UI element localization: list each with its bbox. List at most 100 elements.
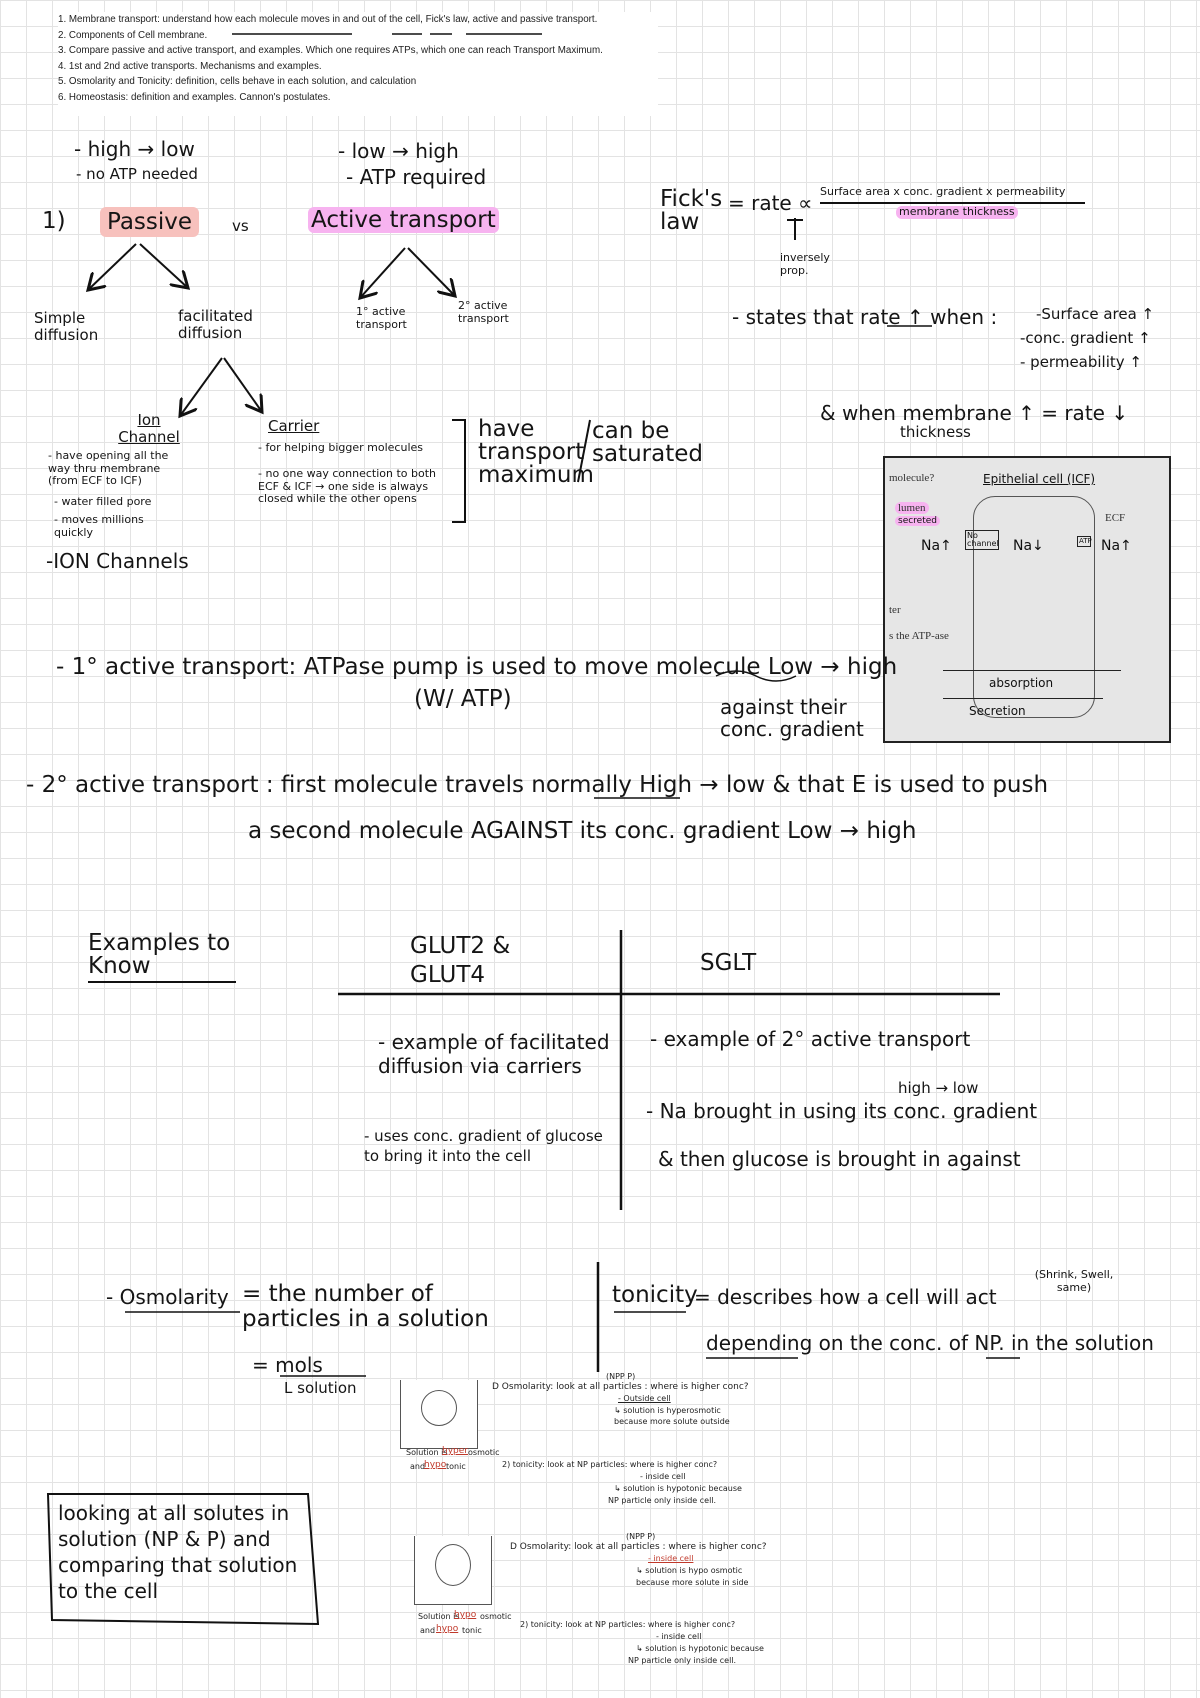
tonicity-definition-cont: depending on the conc. of NP. in the sol… <box>706 1331 1154 1355</box>
sodium-ecf: Na↑ <box>1101 538 1132 554</box>
outline-item: 5. Osmolarity and Tonicity: definition, … <box>58 76 417 87</box>
sglt-note: - Na brought in using its conc. gradient <box>646 1099 1038 1123</box>
beaker-icon <box>400 1380 478 1449</box>
worksheet-text: and <box>420 1626 436 1635</box>
active-note-direction: - low → high <box>338 139 459 163</box>
worksheet-text: ↳ solution is hypotonic because <box>614 1484 742 1493</box>
worksheet-text: 2) tonicity: look at NP particles: where… <box>502 1460 718 1469</box>
ion-channels-title: -ION Channels <box>46 549 189 573</box>
sodium-in: Na↑ <box>921 538 952 554</box>
worksheet-text: and <box>410 1462 426 1471</box>
worksheet-answer: hypo <box>454 1610 477 1620</box>
primary-active-label: 1° active transport <box>356 305 407 331</box>
vs-label: vs <box>232 217 249 235</box>
worksheet-text: Solution is <box>406 1448 448 1457</box>
absorption-label: absorption <box>989 676 1054 690</box>
worksheet-text: D Osmolarity: look at all particles : wh… <box>510 1542 767 1552</box>
ficks-numerator: Surface area x conc. gradient x permeabi… <box>820 185 1066 198</box>
worksheet-text: ↳ solution is hypo osmotic <box>636 1566 743 1575</box>
secondary-active-definition: - 2° active transport : first molecule t… <box>26 772 1049 798</box>
worksheet-text: - inside cell <box>640 1472 686 1481</box>
glut-note: - uses conc. gradient of glucose to brin… <box>364 1127 603 1166</box>
worksheet-text: because more solute outside <box>614 1417 730 1426</box>
worksheet-text: tonic <box>462 1626 482 1635</box>
primary-active-atp: (W/ ATP) <box>414 686 512 712</box>
ecf-label: ECF <box>1105 512 1126 524</box>
worksheet-text: because more solute in side <box>636 1578 749 1587</box>
worksheet-text: - inside cell <box>656 1632 702 1641</box>
ficks-law-label: Fick's law <box>660 186 723 235</box>
against-gradient-note: against their conc. gradient <box>720 695 864 741</box>
sodium-out: Na↓ <box>1013 538 1044 554</box>
carrier-note: - for helping bigger molecules <box>258 441 424 454</box>
passive-label: Passive <box>100 207 200 238</box>
tonicity-term: tonicity <box>612 1282 698 1308</box>
saturated-note: can be saturated <box>592 418 703 467</box>
study-outline: 1. Membrane transport: understand how ea… <box>58 12 658 116</box>
outline-item: 4. 1st and 2nd active transports. Mechan… <box>58 60 322 72</box>
tonicity-behaviors: (Shrink, Swell, same) <box>1034 1268 1114 1295</box>
ion-channel-note: - moves millions quickly <box>54 513 144 539</box>
worksheet-answer: hypo <box>424 1460 447 1470</box>
primary-active-definition: - 1° active transport: ATPase pump is us… <box>56 654 898 680</box>
worksheet-text: NP particle only inside cell. <box>628 1656 737 1665</box>
ficks-equation: = rate ∝ <box>728 191 813 215</box>
worksheet-text: (NPP P) <box>606 1372 636 1381</box>
osmolarity-formula-num: = mols <box>252 1353 323 1377</box>
section-number: 1) <box>42 208 66 234</box>
worksheet-text: D Osmolarity: look at all particles : wh… <box>492 1382 749 1392</box>
worksheet-text: NP particle only inside cell. <box>608 1496 717 1505</box>
ion-channel-label: Ion Channel <box>118 411 180 447</box>
ion-channel-note: - have opening all the way thru membrane… <box>48 449 169 488</box>
beaker-icon <box>414 1536 492 1605</box>
worksheet-text: ↳ solution is hyperosmotic <box>614 1406 721 1415</box>
secretion-label: Secretion <box>969 704 1026 718</box>
osmolarity-term: - Osmolarity <box>106 1285 229 1309</box>
ficks-denominator: membrane thickness <box>896 205 1018 219</box>
lumen-label: lumen <box>895 502 929 514</box>
secondary-active-label: 2° active transport <box>458 299 509 325</box>
printed-fragment: s the ATP-ase <box>889 630 949 642</box>
transport-maximum-note: have transport maximum <box>478 416 594 488</box>
printed-fragment: ter <box>889 604 901 616</box>
secondary-active-definition-cont: a second molecule AGAINST its conc. grad… <box>248 818 917 844</box>
worksheet-answer: hypo <box>436 1624 459 1634</box>
worksheet-answer: hyper <box>442 1446 468 1456</box>
worksheet-text: ↳ solution is hypotonic because <box>636 1644 764 1653</box>
inversely-prop-note: inversely prop. <box>780 251 830 277</box>
active-label: Active transport <box>308 207 499 234</box>
ion-channel-note: - water filled pore <box>54 495 152 508</box>
passive-note-atp: - no ATP needed <box>76 165 198 183</box>
membrane-thickness-note: & when membrane ↑ = rate ↓ <box>820 401 1129 425</box>
epithelial-cell-label: Epithelial cell (ICF) <box>983 472 1096 486</box>
osmolarity-formula-den: L solution <box>284 1379 357 1397</box>
absorption-arrow <box>943 670 1121 671</box>
osmolarity-box-note: looking at all solutes in solution (NP &… <box>58 1501 298 1603</box>
ficks-condition: -conc. gradient ↑ <box>1020 329 1151 347</box>
sglt-high-low: high → low <box>898 1079 979 1097</box>
ficks-states: - states that rate ↑ when : <box>732 305 998 329</box>
sglt-column-header: SGLT <box>700 950 757 976</box>
osmolarity-worksheet-2: Solution is hypo osmotic and hypo tonic … <box>414 1528 934 1678</box>
worksheet-text: 2) tonicity: look at NP particles: where… <box>520 1620 736 1629</box>
cell-icon <box>421 1390 457 1426</box>
epithelial-cell-diagram: molecule? Epithelial cell (ICF) ECF lume… <box>883 456 1171 743</box>
worksheet-text: (NPP P) <box>626 1532 656 1541</box>
tonicity-definition: = describes how a cell will act <box>694 1285 997 1309</box>
outline-item: 3. Compare passive and active transport,… <box>58 45 603 56</box>
sglt-note: - example of 2° active transport <box>650 1027 971 1051</box>
outline-item: 2. Components of Cell membrane. <box>58 29 208 41</box>
carrier-note: - no one way connection to both ECF & IC… <box>258 467 437 506</box>
examples-title: Examples to Know <box>88 930 231 979</box>
glut-note: - example of facilitated diffusion via c… <box>378 1030 610 1078</box>
atp-pump-box: ATP <box>1077 536 1092 547</box>
ficks-condition: - permeability ↑ <box>1020 353 1142 371</box>
osmolarity-worksheet-1: Solution is hyper osmotic and hypo tonic… <box>400 1372 940 1522</box>
osmolarity-definition: = the number of particles in a solution <box>242 1281 489 1333</box>
glut-column-header: GLUT2 & GLUT4 <box>410 933 511 988</box>
ficks-condition: -Surface area ↑ <box>1036 305 1155 323</box>
cell-icon <box>435 1544 471 1586</box>
simple-diffusion-label: Simple diffusion <box>34 309 99 345</box>
worksheet-text: Solution is <box>418 1612 460 1621</box>
outline-item: 1. Membrane transport: understand how ea… <box>58 14 598 25</box>
